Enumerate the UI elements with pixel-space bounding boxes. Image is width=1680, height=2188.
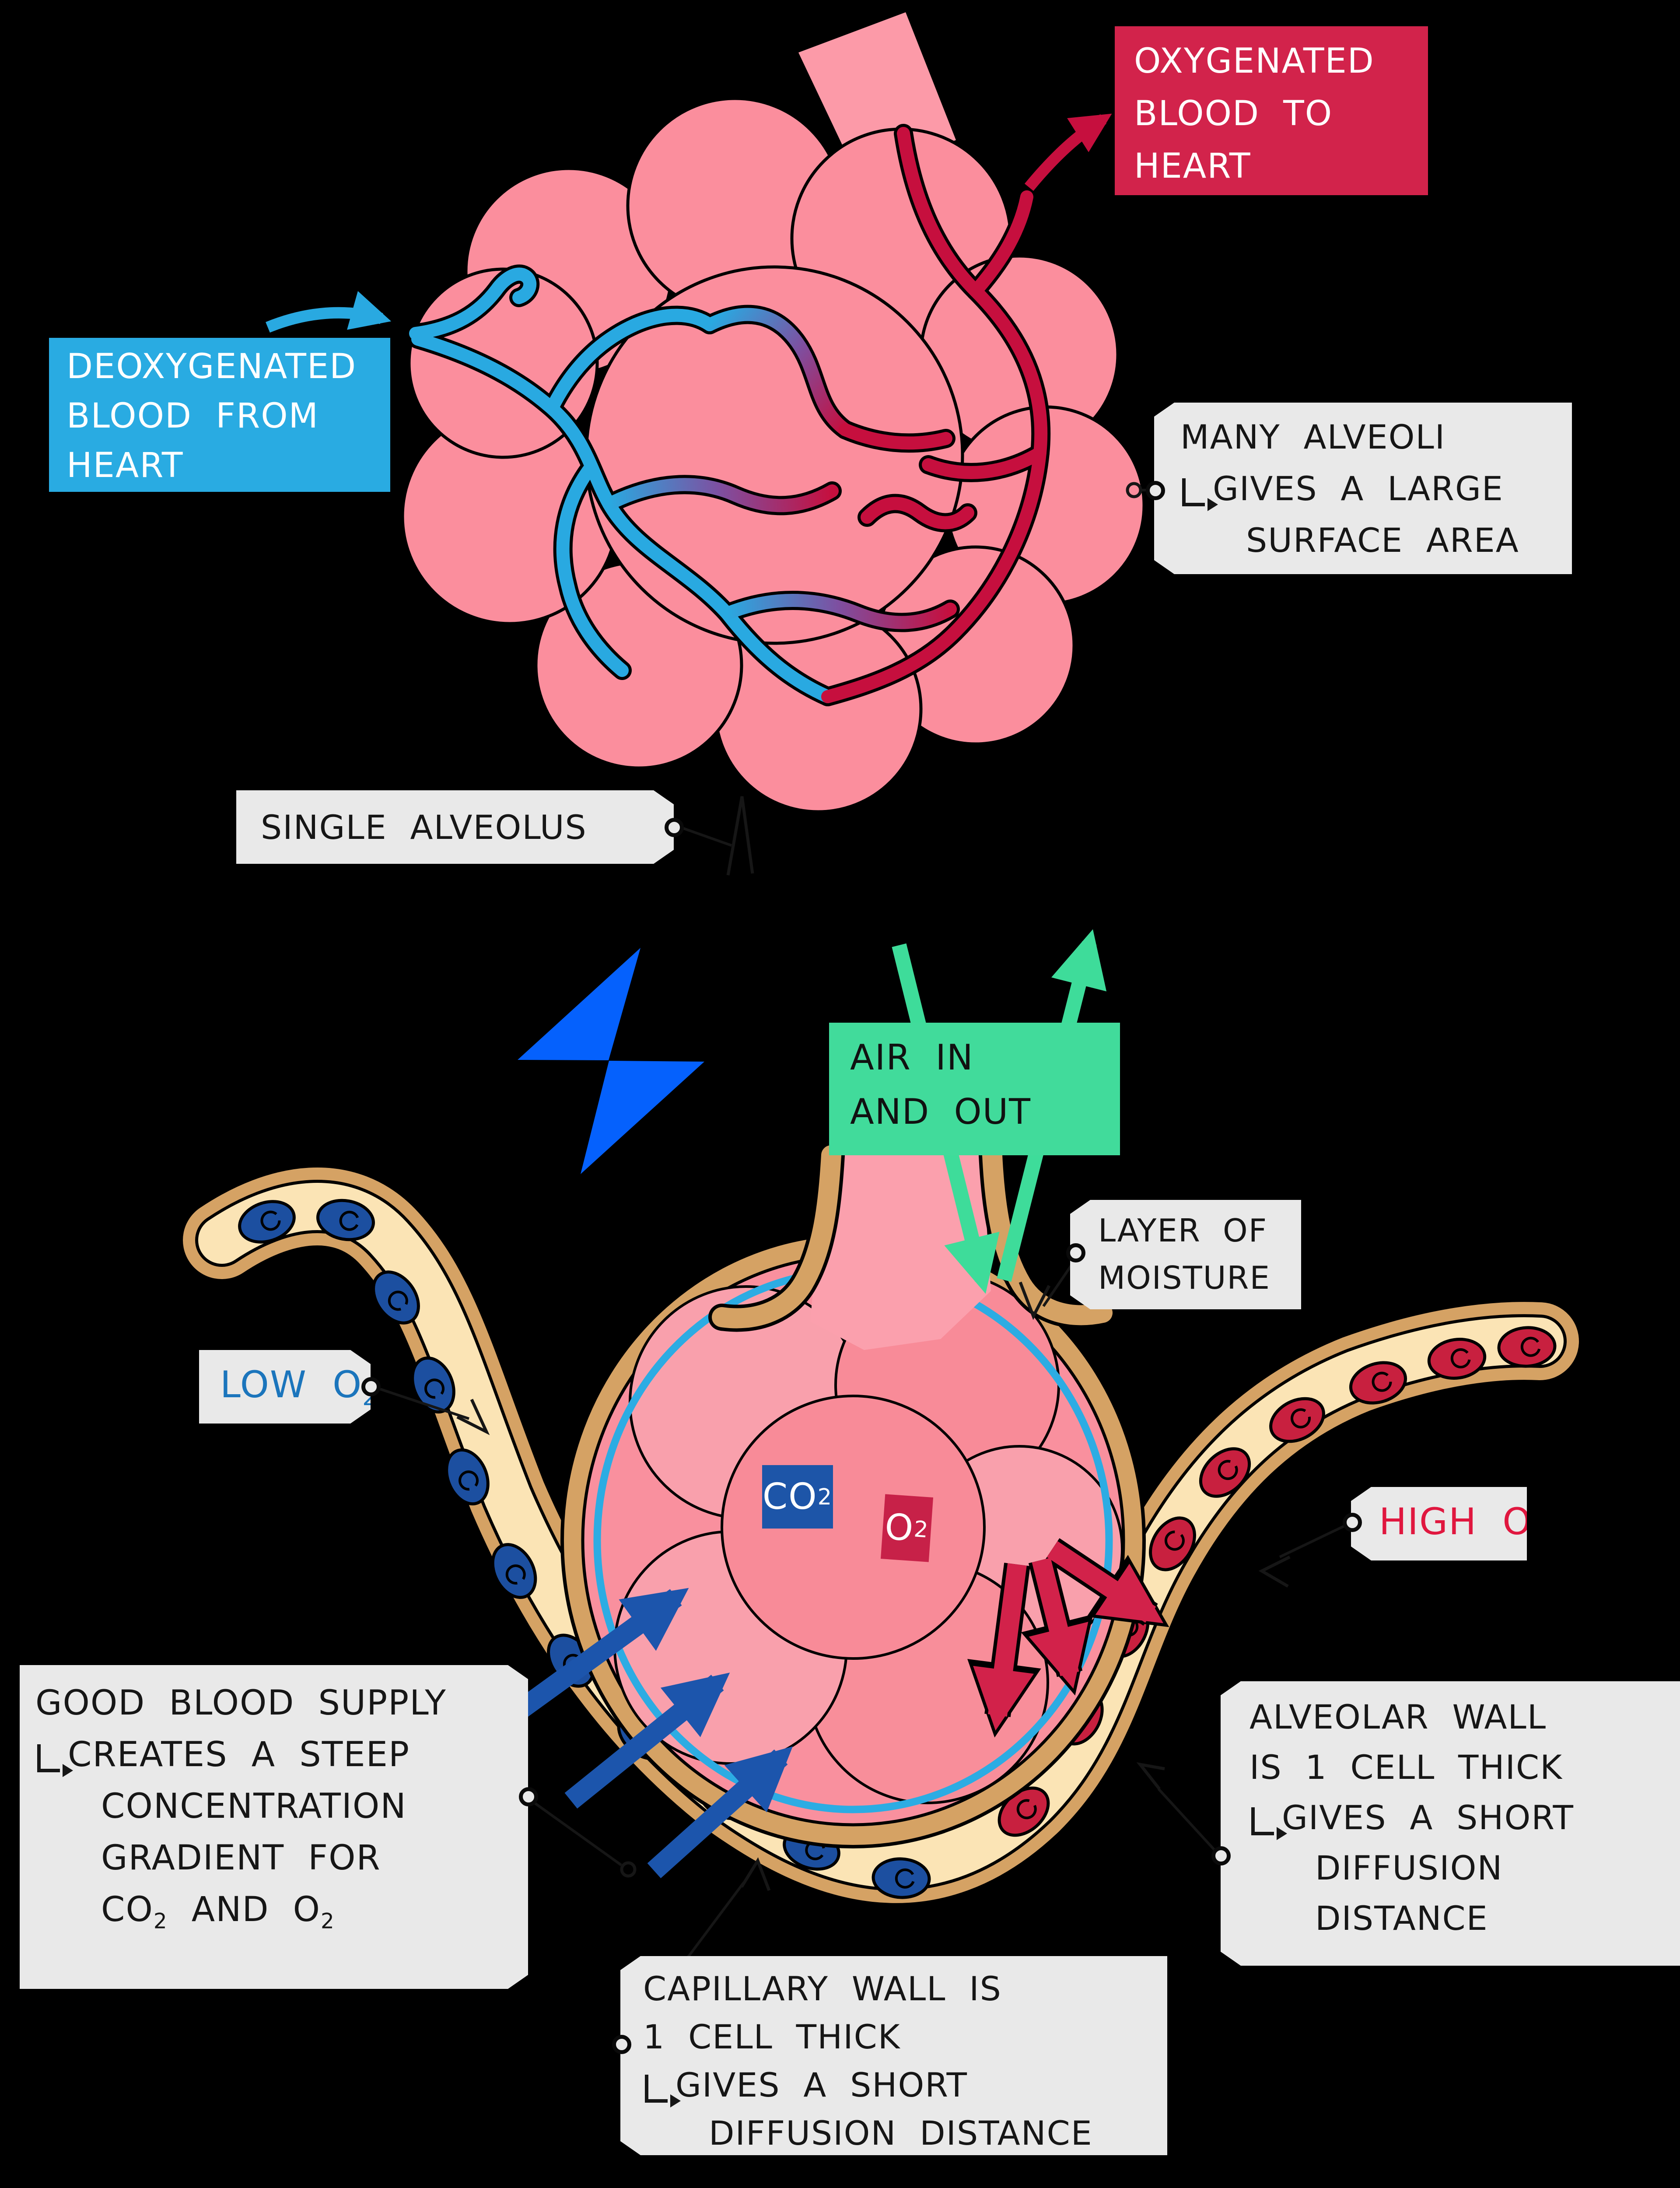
tag-line: MANY ALVEOLI (1180, 417, 1446, 456)
single-alveolus-tag: SINGLE ALVEOLUS (236, 790, 674, 864)
capillary-wall-tag: CAPILLARY WALL IS 1 CELL THICK GIVES A S… (620, 1956, 1167, 2155)
airway (708, 1142, 1116, 1350)
tag-line: SINGLE ALVEOLUS (261, 807, 587, 847)
layer-of-moisture-tag: LAYER OF MOISTURE (1070, 1200, 1301, 1309)
tag-hole (1146, 481, 1165, 500)
tag-line: CREATES A STEEP (35, 1729, 528, 1781)
high-o2-tag: HIGH O2 (1351, 1487, 1527, 1560)
tag-line: DISTANCE (1315, 1899, 1488, 1938)
label-line: AND OUT (850, 1091, 1031, 1132)
tag-line: GRADIENT FOR (101, 1838, 381, 1878)
tag-line: HIGH O2 (1379, 1500, 1548, 1548)
tag-hole (665, 818, 684, 837)
hook-arrow-icon (37, 1744, 60, 1772)
tag-hole (519, 1787, 538, 1806)
tag-line: MOISTURE (1098, 1259, 1270, 1296)
label-line: HEART (1134, 147, 1251, 186)
tag-line: GIVES A SHORT (643, 2061, 1167, 2109)
label-line: OXYGENATED (1134, 42, 1375, 81)
tag-hole (612, 2035, 631, 2054)
alveolar-wall-tag: ALVEOLAR WALL IS 1 CELL THICK GIVES A SH… (1221, 1681, 1680, 1966)
co2-arrows (504, 1588, 793, 1879)
good-blood-supply-tag: GOOD BLOOD SUPPLY CREATES A STEEP CONCEN… (20, 1665, 528, 1989)
label-line: BLOOD FROM (66, 396, 319, 436)
tag-line: IS 1 CELL THICK (1250, 1748, 1563, 1787)
many-alveoli-tag: MANY ALVEOLI GIVES A LARGE SURFACE AREA (1154, 403, 1572, 574)
cluster-vessels (406, 124, 1051, 706)
tag-hole (1211, 1846, 1231, 1865)
tag-line: CAPILLARY WALL IS (643, 1969, 1002, 2008)
oxygenated-blood-label: OXYGENATED BLOOD TO HEART (1115, 26, 1428, 195)
tag-line: LAYER OF (1098, 1212, 1268, 1249)
deoxygenated-blood-label: DEOXYGENATED BLOOD FROM HEART (49, 338, 390, 492)
oxygenated-exit-arrow (1024, 113, 1112, 191)
air-in-out-label: AIR IN AND OUT (829, 1023, 1120, 1155)
tag-hole (1343, 1513, 1362, 1532)
tag-line: GIVES A SHORT (1250, 1792, 1680, 1843)
tag-line: LOW O2 (220, 1363, 378, 1411)
tag-line: ALVEOLAR WALL (1250, 1697, 1547, 1736)
hook-arrow-icon (1182, 478, 1205, 506)
single-alveolus-leader (676, 796, 754, 876)
tag-line: DIFFUSION (1315, 1848, 1503, 1887)
label-line: BLOOD TO (1134, 94, 1333, 133)
tag-line: 1 CELL THICK (643, 2017, 901, 2056)
hook-arrow-icon (1251, 1807, 1274, 1835)
o2-arrows (967, 1538, 1169, 1738)
deoxygenated-entry-arrow (266, 291, 392, 333)
lightning-bolt-icon (518, 948, 704, 1174)
tag-line: DIFFUSION DISTANCE (709, 2114, 1093, 2153)
diffusion-arrows (504, 1538, 1169, 1879)
leader-lines (371, 1256, 1354, 2041)
tag-hole (361, 1377, 381, 1396)
label-line: AIR IN (850, 1037, 974, 1078)
tag-line: GIVES A LARGE (1180, 463, 1572, 515)
hook-arrow-icon (645, 2075, 668, 2103)
tag-line: SURFACE AREA (1246, 521, 1519, 560)
tag-line: GOOD BLOOD SUPPLY (35, 1683, 447, 1723)
label-line: HEART (66, 446, 184, 485)
low-o2-tag: LOW O2 (199, 1350, 371, 1424)
tag-line: CONCENTRATION (101, 1787, 407, 1826)
tag-hole (1066, 1243, 1085, 1262)
tag-line: CO2 AND O2 (101, 1890, 335, 1934)
label-line: DEOXYGENATED (66, 347, 357, 386)
